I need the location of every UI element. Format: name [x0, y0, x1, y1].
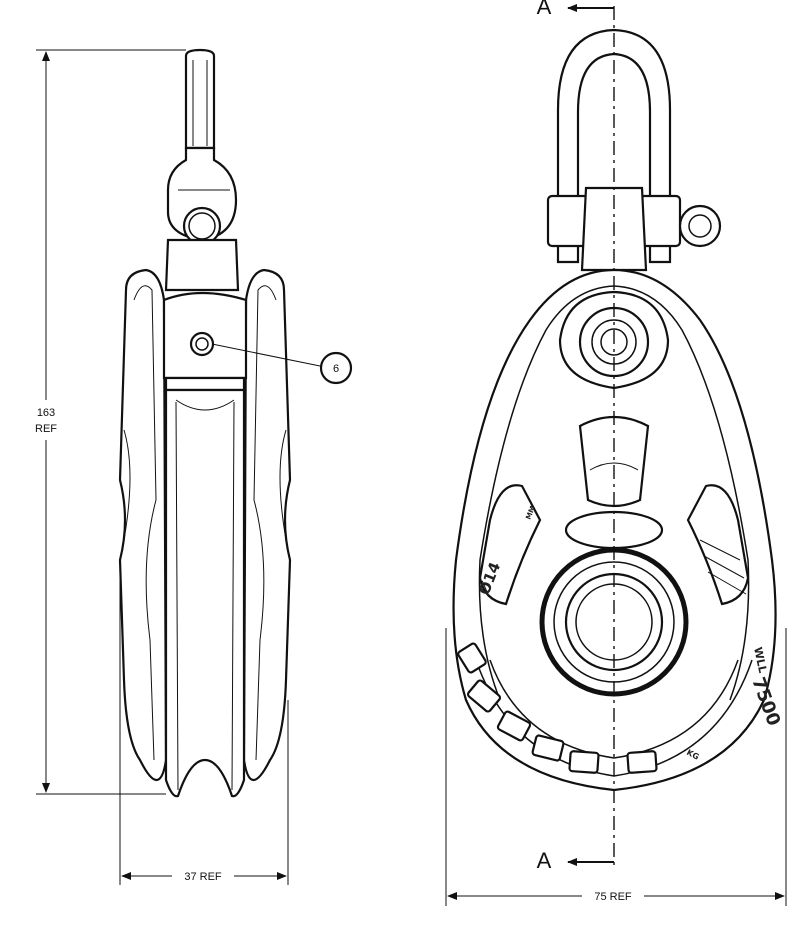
callout-leader: [211, 343, 321, 367]
sheave-pockets: [457, 642, 658, 774]
side-view: 6: [118, 48, 353, 798]
callout-balloon: [319, 351, 353, 385]
height-unit: REF: [35, 423, 57, 435]
front-view: Ø14 MM WLL 7500 KG: [452, 28, 784, 792]
engraving-wll: WLL: [751, 646, 769, 674]
front-width-value: 75 REF: [594, 891, 632, 903]
height-value: 163: [37, 407, 55, 419]
height-dimension: 163 REF: [35, 49, 186, 795]
section-label-bottom: A: [537, 848, 552, 873]
side-width-value: 37 REF: [184, 871, 222, 883]
section-line: A A: [537, 0, 615, 873]
front-width-dimension: 75 REF: [445, 628, 787, 906]
side-width-dimension: 37 REF: [119, 560, 289, 885]
callout-number: 6: [333, 363, 339, 375]
section-label-top: A: [537, 0, 552, 19]
